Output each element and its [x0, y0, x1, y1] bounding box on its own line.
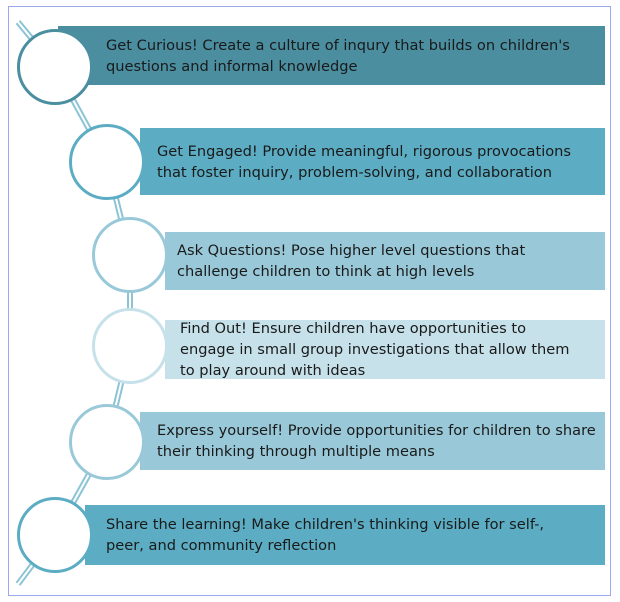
step-text: Ask Questions! Pose higher level questio…: [177, 242, 526, 280]
diagram-frame: [8, 6, 611, 596]
step-circle-1: [17, 29, 93, 105]
step-circle-3: [92, 217, 168, 293]
step-text: Share the learning! Make children's thin…: [106, 516, 545, 554]
step-circle-2: [69, 124, 145, 200]
step-bar-1: Get Curious! Create a culture of inqury …: [58, 26, 605, 85]
step-bar-4: Find Out! Ensure children have opportuni…: [165, 320, 605, 379]
step-text: Get Engaged! Provide meaningful, rigorou…: [157, 142, 572, 181]
step-bar-3: Ask Questions! Pose higher level questio…: [165, 232, 605, 290]
step-bar-5: Express yourself! Provide opportunities …: [140, 412, 605, 470]
step-circle-5: [69, 404, 145, 480]
step-text: Find Out! Ensure children have opportuni…: [180, 320, 570, 379]
step-circle-4: [92, 308, 168, 384]
step-bar-6: Share the learning! Make children's thin…: [85, 505, 605, 565]
step-bar-2: Get Engaged! Provide meaningful, rigorou…: [140, 128, 605, 195]
step-text: Get Curious! Create a culture of inqury …: [106, 36, 570, 75]
step-circle-6: [17, 497, 93, 573]
step-text: Express yourself! Provide opportunities …: [157, 422, 596, 460]
